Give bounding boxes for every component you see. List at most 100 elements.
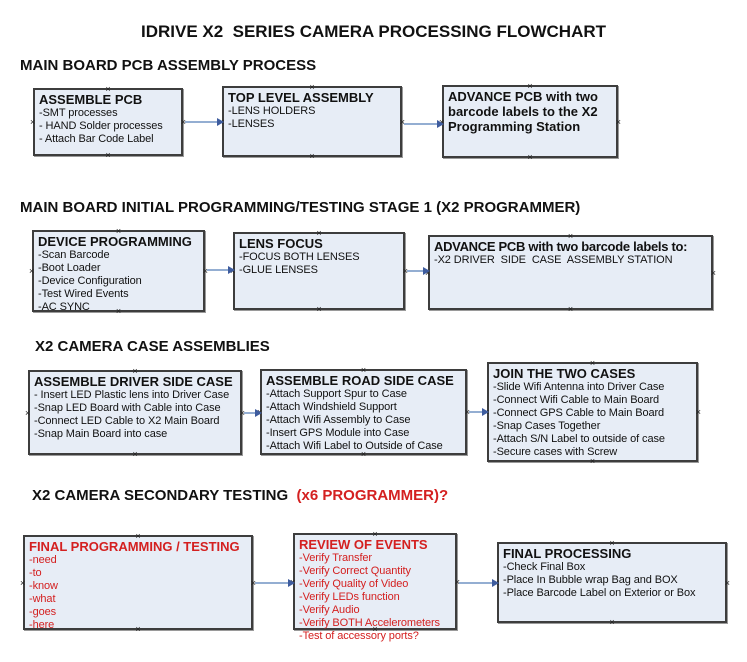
box-item: -Attach Windshield Support — [266, 401, 397, 413]
connector-anchor-icon: × — [609, 617, 615, 627]
section-heading-red-text: (x6 PROGRAMMER)? — [296, 487, 449, 504]
box-item-list: -Slide Wifi Antenna into Driver Case -Con… — [493, 381, 692, 459]
flow-box-assemble-road-side-case: ASSEMBLE ROAD SIDE CASE -Attach Support … — [257, 366, 470, 459]
connector-anchor-icon: × — [615, 116, 621, 127]
box-item: -Connect GPS Cable to Main Board — [493, 407, 665, 419]
box-item: -Test Wired Events — [38, 288, 129, 300]
box-item: -need — [29, 554, 57, 566]
connector-arrow — [255, 579, 295, 587]
box-item: -Test of accessory ports? — [299, 630, 419, 642]
arrow-head-icon — [288, 579, 295, 587]
box-item-list: -Verify Transfer-Verify Correct Quantity… — [299, 552, 451, 643]
box-item: -Slide Wifi Antenna into Driver Case — [493, 381, 665, 393]
box-title: ASSEMBLE ROAD SIDE CASE — [266, 373, 454, 388]
box-title: ADVANCE PCB with two barcode labels to t… — [448, 89, 602, 134]
box-item-list: -SMT processes- HAND Solder processes- A… — [39, 107, 177, 146]
box-item: -Verify LEDs function — [299, 591, 400, 603]
box-item-list: - Insert LED Plastic lens into Driver Ca… — [34, 389, 236, 441]
box-item: -Attach Wifi Assembly to Case — [266, 414, 411, 426]
box-item-list: -Check Final Box-Place In Bubble wrap Ba… — [503, 561, 721, 600]
connector-anchor-icon: × — [20, 577, 26, 588]
box-item: -LENS HOLDERS — [228, 105, 316, 117]
box-title: FINAL PROCESSING — [503, 546, 632, 561]
arrow-head-icon — [228, 266, 235, 274]
box-item-list: -Attach Support Spur to Case-Attach Wind… — [266, 388, 461, 453]
box-item: -Attach S/N Label to outside of case — [493, 433, 665, 445]
box-item-list: -need-to-know-what-goes-here — [29, 554, 247, 632]
box-item: -Verify Audio — [299, 604, 360, 616]
box-item: -Device Configuration — [38, 275, 142, 287]
box-item: -goes — [29, 606, 57, 618]
box-item: -Insert GPS Module into Case — [266, 427, 410, 439]
box-item: -Place In Bubble wrap Bag and BOX — [503, 574, 678, 586]
connector-anchor-icon: × — [316, 304, 322, 314]
box-item: -Attach Wifi Label to Outside of Case — [266, 440, 443, 452]
box-item: -AC SYNC — [38, 301, 90, 313]
box-item-list: -FOCUS BOTH LENSES-GLUE LENSES — [239, 251, 399, 277]
connector-arrow — [459, 579, 499, 587]
section-heading-pcb-assembly: MAIN BOARD PCB ASSEMBLY PROCESS — [20, 57, 316, 74]
box-item: -know — [29, 580, 58, 592]
flow-box-final-processing: FINAL PROCESSING -Check Final Box-Place … — [494, 539, 730, 627]
connector-anchor-icon: × — [527, 152, 533, 162]
connector-anchor-icon: × — [309, 151, 315, 161]
box-item: -to — [29, 567, 42, 579]
box-title: ADVANCE PCB with two barcode labels to: — [434, 239, 688, 254]
flow-box-join-the-two-cases: JOIN THE TWO CASES -Slide Wifi Antenna i… — [484, 359, 701, 466]
box-item: -Verify Transfer — [299, 552, 372, 564]
flow-box-assemble-driver-side-case: ASSEMBLE DRIVER SIDE CASE - Insert LED P… — [25, 367, 245, 459]
box-title: FINAL PROGRAMMING / TESTING — [29, 539, 240, 554]
box-item-list: -X2 DRIVER SIDE CASE ASSEMBLY STATION — [434, 254, 707, 267]
connector-anchor-icon: × — [695, 407, 701, 417]
connector-arrow — [185, 118, 224, 126]
flow-box-lens-focus: LENS FOCUS -FOCUS BOTH LENSES-GLUE LENSE… — [230, 229, 408, 314]
box-title: ASSEMBLE DRIVER SIDE CASE — [34, 374, 233, 389]
box-item: -Scan Barcode — [38, 249, 110, 261]
box-item: -Check Final Box — [503, 561, 586, 573]
connector-anchor-icon: × — [710, 267, 716, 278]
section-heading-text: X2 CAMERA CASE ASSEMBLIES — [35, 338, 270, 355]
connector-arrow — [207, 266, 235, 274]
box-item: -Snap LED Board with Cable into Case — [34, 402, 221, 414]
box-title: DEVICE PROGRAMMING — [38, 234, 192, 249]
box-title: JOIN THE TWO CASES — [493, 366, 636, 381]
box-item: -Verify Correct Quantity — [299, 565, 411, 577]
box-item: -Verify BOTH Accelerometers — [299, 617, 440, 629]
box-item: -Boot Loader — [38, 262, 101, 274]
box-item: - HAND Solder processes — [39, 120, 163, 132]
connector-anchor-icon: × — [132, 449, 138, 459]
box-item: -Secure cases with Screw — [493, 446, 618, 458]
section-heading-text: MAIN BOARD PCB ASSEMBLY PROCESS — [20, 57, 317, 74]
arrow-head-icon — [255, 409, 262, 417]
flow-box-assemble-pcb: ASSEMBLE PCB -SMT processes- HAND Solder… — [30, 85, 186, 160]
flow-box-top-level-assembly: TOP LEVEL ASSEMBLY -LENS HOLDERS-LENSES … — [219, 83, 405, 161]
box-item: -Snap Main Board into case — [34, 428, 168, 440]
box-item: -SMT processes — [39, 107, 118, 119]
connector-arrow — [469, 408, 489, 416]
flow-box-review-of-events: REVIEW OF EVENTS -Verify Transfer-Verify… — [290, 530, 460, 643]
box-item-list: -LENS HOLDERS-LENSES — [228, 105, 396, 131]
box-item: -X2 DRIVER SIDE CASE ASSEMBLY STATION — [434, 254, 673, 266]
box-item: - Attach Bar Code Label — [39, 133, 154, 145]
box-item: -Attach Support Spur to Case — [266, 388, 407, 400]
connector-anchor-icon: × — [25, 407, 31, 418]
flow-box-advance-pcb-driver-side-station: ADVANCE PCB with two barcode labels to: … — [425, 232, 716, 314]
box-item: -what — [29, 593, 56, 605]
arrow-head-icon — [492, 579, 499, 587]
connector-arrow — [244, 409, 262, 417]
box-item-list: -Scan Barcode-Boot Loader-Device Configu… — [38, 249, 199, 314]
box-item: -Verify Quality of Video — [299, 578, 409, 590]
section-heading-case-assemblies: X2 CAMERA CASE ASSEMBLIES — [35, 338, 270, 355]
box-title: ASSEMBLE PCB — [39, 92, 143, 107]
connector-anchor-icon: × — [30, 117, 36, 127]
section-heading-text: X2 CAMERA SECONDARY TESTING — [32, 487, 297, 504]
arrow-head-icon — [482, 408, 489, 416]
connector-anchor-icon: × — [105, 150, 111, 160]
box-item: -Snap Cases Together — [493, 420, 601, 432]
flow-box-advance-pcb-programming-station: ADVANCE PCB with two barcode labels to t… — [439, 82, 621, 162]
arrow-head-icon — [217, 118, 224, 126]
page-title: IDRIVE X2 SERIES CAMERA PROCESSING FLOWC… — [140, 22, 607, 41]
section-heading-text: MAIN BOARD INITIAL PROGRAMMING/TESTING S… — [20, 199, 581, 216]
connector-anchor-icon: × — [29, 266, 35, 276]
